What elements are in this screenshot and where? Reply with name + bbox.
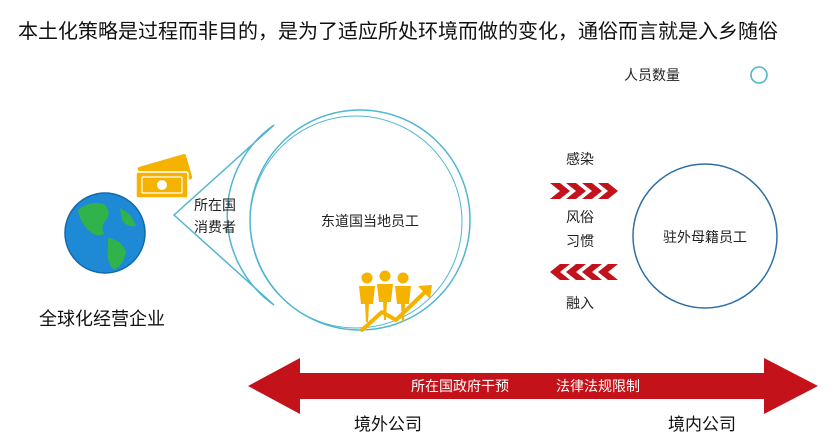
chevrons-left-icon: [550, 264, 618, 280]
flow-middle-label-2: 习惯: [566, 233, 594, 250]
bottom-left-end-label: 境外公司: [354, 415, 422, 435]
double-arrow-icon: 所在国政府干预 法律法规限制: [248, 358, 818, 414]
big-circle: 东道国当地员工: [249, 109, 471, 331]
flow-bottom-label: 融入: [566, 296, 594, 312]
legend-label: 人员数量: [624, 68, 680, 84]
consumer-label-line1: 所在国: [194, 198, 236, 214]
flow-top-label: 感染: [566, 151, 594, 168]
small-circle-label: 驻外母籍员工: [663, 229, 747, 246]
bottom-right-end-label: 境内公司: [668, 415, 736, 435]
globe-icon: [64, 192, 146, 274]
consumer-label-line2: 消费者: [194, 220, 236, 236]
title: 本土化策略是过程而非目的，是为了适应所处环境而做的变化，通俗而言就是入乡随俗: [18, 19, 778, 43]
small-circle: 驻外母籍员工: [632, 163, 778, 309]
bottom-bar-label-2: 法律法规限制: [556, 379, 640, 395]
consumer-cone: [172, 124, 275, 306]
chevrons-right-icon: [550, 183, 618, 199]
big-circle-label: 东道国当地员工: [321, 214, 419, 230]
flow-middle-label-1: 风俗: [566, 210, 594, 226]
consumer-label: 所在国 消费者: [194, 198, 236, 236]
people-growth-icon: [359, 270, 432, 332]
bottom-bar-label-1: 所在国政府干预: [411, 379, 509, 395]
money-icon: [135, 154, 193, 199]
left-entity-label: 全球化经营企业: [39, 309, 165, 330]
circle-outline-icon: [750, 66, 768, 84]
legend: 人员数量: [624, 66, 768, 84]
